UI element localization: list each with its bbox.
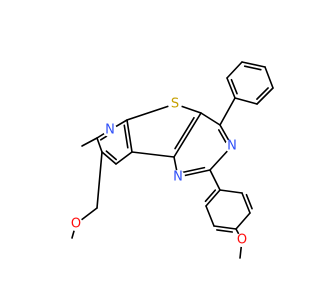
pyrimidine-upper-nitrogen-label: N [227, 139, 237, 154]
double-bond-c7a-c3a [123, 124, 129, 149]
thiophene-sulfur-atom: S [168, 97, 182, 112]
bond-c5-c6 [96, 137, 103, 153]
double-bond-ph1-ph2 [230, 78, 238, 95]
methoxymethyl-oxygen-atom: O [69, 217, 83, 232]
bond-ar2-ar3 [205, 205, 215, 227]
bond-ar5-ar6 [241, 192, 251, 214]
double-bond-c4-c5 [105, 150, 117, 161]
bond-ph5-ph6 [256, 87, 274, 105]
bond-ar6-ar1 [219, 189, 243, 194]
bond-ph3-ph4 [241, 61, 266, 68]
double-bond-c2-npmL [181, 166, 206, 174]
double-bond-c4pm-npmU [217, 129, 228, 146]
methoxyphenyl-oxygen-label: O [237, 233, 247, 248]
pyridine-nitrogen-label: N [105, 123, 115, 138]
bond-c4pm-ph1 [219, 97, 236, 126]
bond-c9a-c4a [173, 112, 202, 158]
bond-c4-c5 [101, 151, 117, 165]
pyrimidine-lower-nitrogen-label: N [173, 170, 183, 185]
pyrimidine-upper-nitrogen-atom: N [225, 139, 239, 154]
bond-c7a-c3a [126, 119, 133, 153]
molecule-structure: N S N N O O [69, 61, 274, 259]
double-bond-ar5-ar6 [245, 193, 253, 210]
bond-c6-me6 [81, 137, 98, 147]
bond-ph2-ph3 [226, 61, 243, 79]
bond-c2-ar1 [209, 169, 221, 191]
double-bond-ar1-ar2 [204, 189, 217, 203]
methoxymethyl-oxygen-label: O [71, 217, 81, 232]
bond-c3a-c4 [115, 151, 133, 165]
bond-c5-ch2 [96, 151, 103, 209]
pyrimidine-lower-nitrogen-atom: N [171, 170, 185, 185]
double-bond-ph3-ph4 [243, 65, 262, 71]
bond-c4a-c3a [131, 151, 175, 158]
methoxyphenyl-oxygen-atom: O [235, 233, 249, 248]
bond-ph4-ph5 [264, 66, 274, 89]
bond-layer [71, 61, 274, 259]
atom-label-layer: N S N N O O [69, 97, 249, 248]
bond-ph6-ph1 [234, 97, 258, 105]
bond-ph1-ph2 [226, 77, 236, 99]
double-bond-ph5-ph6 [256, 87, 269, 100]
pyridine-nitrogen-atom: N [103, 123, 117, 138]
bond-c7a-s [126, 103, 176, 121]
double-bond-c9a-c4a [174, 116, 195, 150]
bond-ar1-ar2 [205, 189, 221, 207]
bond-ar4-ar5 [235, 212, 251, 230]
bond-ar3-ar4 [213, 225, 237, 230]
thiophene-sulfur-label: S [171, 97, 179, 112]
double-bond-ar3-ar4 [216, 229, 234, 233]
bond-c9a-c4pm [200, 112, 221, 126]
